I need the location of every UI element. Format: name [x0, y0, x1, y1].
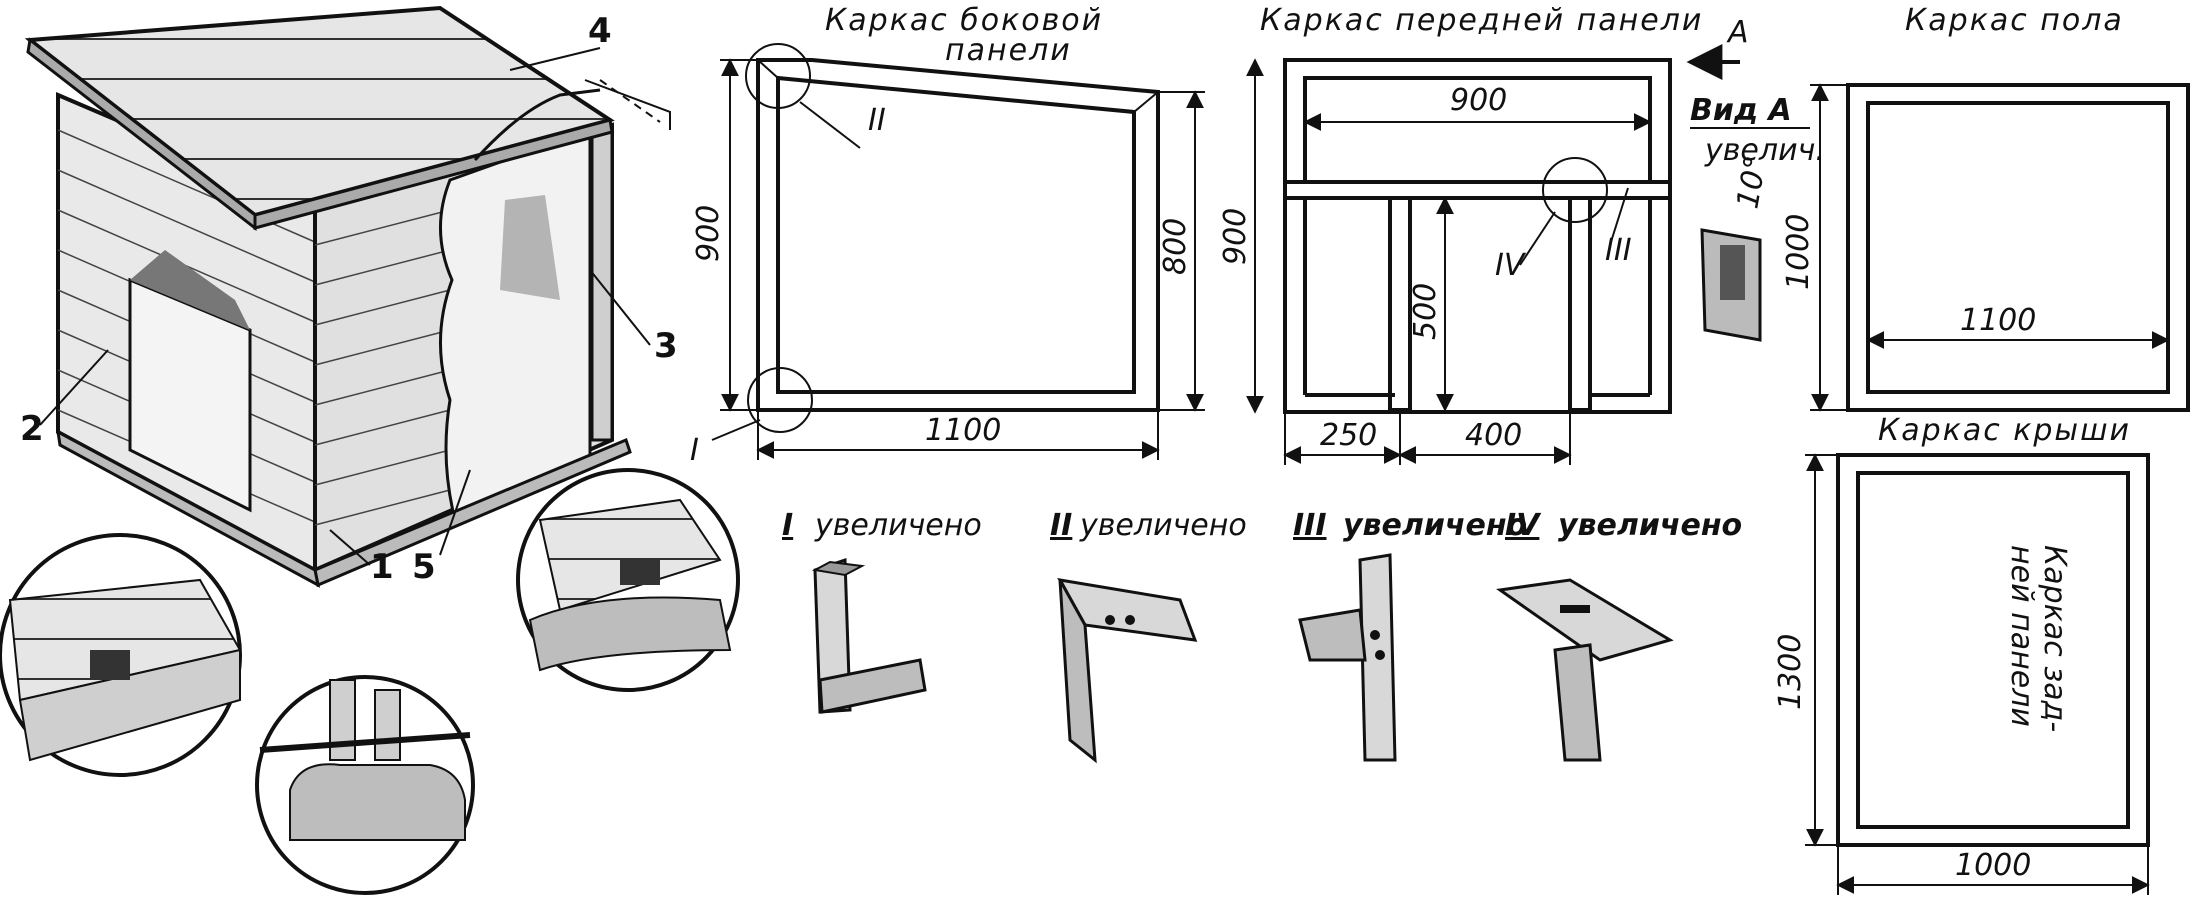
- view-a-enlarged: увелич.: [1704, 133, 1825, 168]
- dim-front-door-width: 400: [1465, 418, 1522, 453]
- callout-I-side: I: [690, 433, 699, 468]
- detail-IV-caption: увеличено: [1558, 508, 1742, 543]
- view-a-title: Вид A: [1690, 93, 1792, 128]
- dim-side-width: 1100: [925, 413, 1001, 448]
- floor-frame-title: Каркас пола: [1905, 3, 2124, 38]
- detail-II-number: II: [1050, 508, 1072, 543]
- dim-roof-width: 1000: [1955, 848, 2031, 883]
- back-panel-label-line2: ней панели: [2004, 545, 2039, 727]
- detail-I: I увеличено: [782, 508, 982, 714]
- dim-front-left-offset: 250: [1320, 418, 1377, 453]
- detail-IV: IV увеличено: [1496, 508, 1742, 762]
- front-panel-frame: Каркас передней панели 900 900 500 250 4…: [1218, 3, 1749, 465]
- dim-front-door-height: 500: [1408, 283, 1443, 340]
- side-panel-frame: Каркас боковой панели II I 900 800 1100: [690, 3, 1205, 468]
- view-a-detail: Вид A увелич. 10°: [1690, 93, 1825, 342]
- detail-I-caption: увеличено: [814, 508, 982, 543]
- callout-IV-front: IV: [1495, 248, 1527, 283]
- detail-IV-number: IV: [1505, 508, 1542, 543]
- callout-III-front: III: [1605, 233, 1632, 268]
- part-number-4: 4: [588, 11, 612, 51]
- detail-II: II увеличено: [1050, 508, 1247, 764]
- part-number-3: 3: [654, 326, 678, 366]
- dim-front-width: 900: [1450, 83, 1507, 118]
- roof-frame-title: Каркас крыши: [1878, 413, 2131, 448]
- detail-II-caption: увеличено: [1079, 508, 1247, 543]
- front-frame-title: Каркас передней панели: [1260, 3, 1703, 38]
- joint-detail-circle-left: [0, 533, 242, 777]
- dim-floor-depth: 1000: [1781, 214, 1816, 290]
- detail-III-caption: увеличено: [1343, 508, 1527, 543]
- joint-detail-circle-middle: [255, 675, 475, 895]
- callout-II-side: II: [868, 103, 886, 138]
- dim-roof-length: 1300: [1773, 634, 1808, 710]
- part-number-1: 1: [370, 547, 394, 587]
- detail-I-number: I: [782, 508, 793, 543]
- dim-side-height-right: 800: [1158, 218, 1193, 275]
- detail-III: III увеличено: [1293, 508, 1527, 762]
- detail-III-number: III: [1293, 508, 1327, 543]
- side-frame-title-line1: Каркас боковой: [825, 3, 1103, 38]
- dim-front-height: 900: [1218, 208, 1253, 265]
- side-frame-title-line2: панели: [945, 33, 1072, 68]
- roof-frame: Каркас крыши Каркас зад- ней панели 1300…: [1773, 413, 2150, 895]
- part-number-5: 5: [412, 547, 436, 587]
- back-panel-label-line1: Каркас зад-: [2037, 545, 2072, 732]
- dim-side-height-left: 900: [691, 205, 726, 262]
- view-a-arrow-label: A: [1726, 15, 1749, 50]
- part-number-2: 2: [20, 409, 44, 449]
- floor-frame: Каркас пола 1100 1000: [1781, 3, 2190, 412]
- dim-floor-width: 1100: [1960, 303, 2036, 338]
- joint-detail-circle-right: [516, 468, 740, 692]
- doghouse-isometric: 4 3 2 1 5: [20, 5, 678, 588]
